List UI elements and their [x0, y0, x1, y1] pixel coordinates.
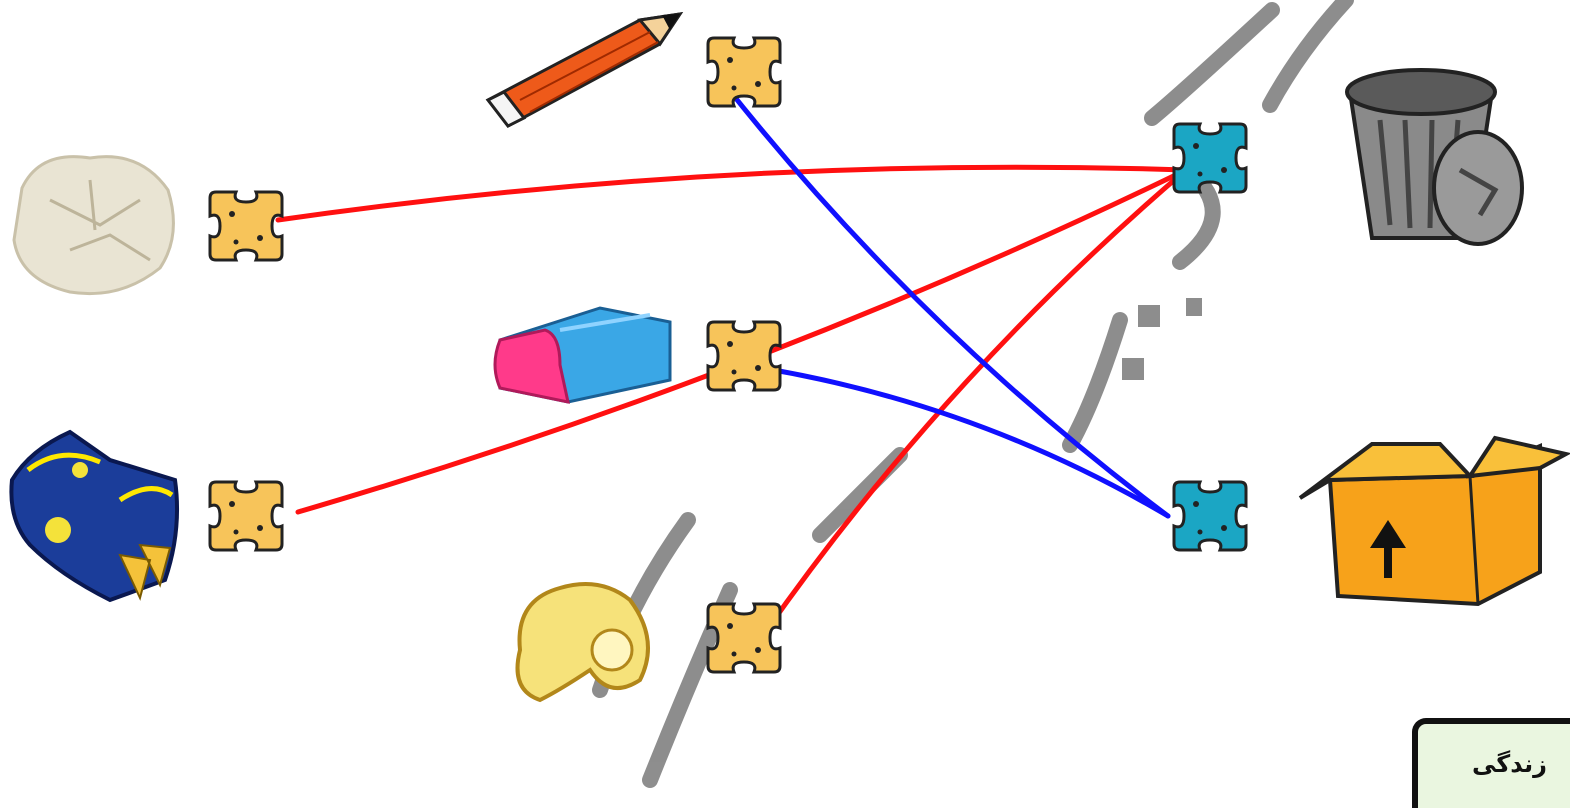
connection-eraser-to-box — [759, 365, 1171, 519]
puzzle-pencil-shavings[interactable] — [706, 602, 782, 674]
crumpled-paper-icon — [12, 155, 175, 296]
puzzle-snack-wrapper[interactable] — [208, 480, 284, 552]
trash-can-icon — [1345, 68, 1524, 246]
connection-pencil-to-box — [723, 83, 1171, 519]
puzzle-crumpled-paper[interactable] — [208, 190, 284, 262]
corner-label-box: زندگی — [1412, 718, 1570, 808]
connection-crumpled-paper-to-trash-can — [275, 164, 1189, 223]
snack-wrapper-icon — [9, 429, 180, 603]
pencil-shavings-icon — [515, 582, 650, 703]
puzzle-eraser[interactable] — [706, 320, 782, 392]
puzzle-pencil[interactable] — [706, 36, 782, 108]
connection-pencil-shavings-to-trash-can — [761, 167, 1189, 637]
box-icon — [1298, 435, 1570, 607]
eraser-icon — [493, 306, 672, 404]
puzzle-box[interactable] — [1172, 480, 1248, 552]
matching-diagram — [9, 0, 1570, 788]
corner-label: زندگی — [1472, 750, 1547, 778]
puzzle-trash-can[interactable] — [1172, 122, 1248, 194]
pencil-icon — [485, 12, 684, 128]
